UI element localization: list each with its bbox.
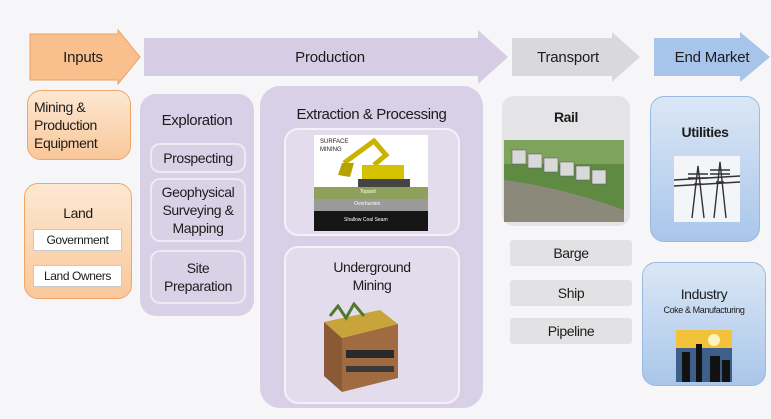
- surface-mining-image: SURFACE MINING Topsoil Overburden Shallo…: [314, 135, 428, 231]
- transport-arrow: [512, 32, 640, 82]
- extraction-title: Extraction & Processing: [296, 106, 447, 123]
- barge-label: Barge: [553, 245, 589, 261]
- surface-label-1: SURFACE: [320, 139, 349, 145]
- geophysical-label: Geophysical Surveying & Mapping: [161, 184, 235, 236]
- header-production: Production: [295, 49, 365, 66]
- industry-sublabel: Coke & Manufacturing: [663, 305, 745, 315]
- equipment-label: Mining & Production Equipment: [34, 99, 98, 151]
- transport-barge: Barge: [510, 240, 632, 266]
- surface-label-3: Topsoil: [360, 189, 376, 195]
- exploration-title: Exploration: [161, 112, 233, 129]
- header-arrows: [29, 28, 770, 86]
- utilities-label: Utilities: [681, 124, 729, 140]
- ship-label: Ship: [557, 285, 585, 301]
- surface-label-5: Shallow Coal Seam: [344, 217, 388, 223]
- exploration-item-prospecting: Prospecting: [150, 143, 246, 173]
- land-owners: Land Owners: [33, 265, 122, 287]
- prospecting-label: Prospecting: [163, 150, 233, 166]
- excavator-icon: [314, 137, 428, 231]
- pipeline-label: Pipeline: [547, 323, 595, 339]
- exploration-item-geophysical: Geophysical Surveying & Mapping: [150, 178, 246, 242]
- header-inputs: Inputs: [63, 49, 103, 66]
- train-icon: [504, 140, 624, 222]
- transport-pipeline: Pipeline: [510, 318, 632, 344]
- header-end-market: End Market: [674, 49, 750, 66]
- industry-box: Industry Coke & Manufacturing: [642, 262, 766, 386]
- rail-image: [504, 140, 624, 222]
- factory-icon: [676, 330, 732, 382]
- site-prep-label: Site Preparation: [164, 260, 232, 294]
- production-arrow: [144, 30, 508, 84]
- underground-label: Underground Mining: [333, 259, 411, 293]
- industry-image: [676, 330, 732, 382]
- land-government: Government: [33, 229, 122, 251]
- utilities-image: [674, 156, 740, 222]
- rail-label: Rail: [553, 109, 579, 125]
- underground-mining-image: [320, 302, 400, 394]
- end-market-arrow: [654, 32, 770, 82]
- land-title: Land: [63, 205, 93, 221]
- transport-ship: Ship: [510, 280, 632, 306]
- header-transport: Transport: [537, 49, 599, 66]
- exploration-item-site-prep: Site Preparation: [150, 250, 246, 304]
- underground-block-icon: [324, 302, 398, 392]
- equipment-box: Mining & Production Equipment: [27, 90, 131, 160]
- surface-label-2: MINING: [320, 147, 342, 153]
- inputs-arrow: [29, 28, 141, 86]
- power-tower-icon: [674, 161, 740, 219]
- industry-label: Industry: [680, 286, 728, 302]
- surface-label-4: Overburden: [354, 201, 381, 207]
